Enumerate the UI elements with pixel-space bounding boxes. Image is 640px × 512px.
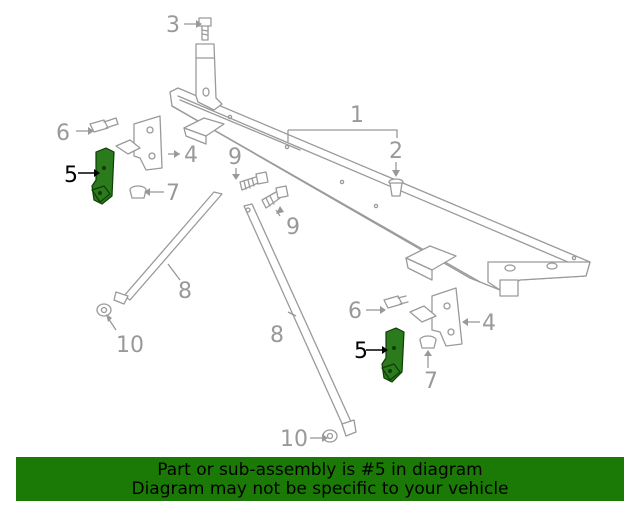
parts-diagram: 1 2 3 4 4 5 5 6 6 7 7 8 8 9 9 10 10 — [56, 13, 591, 452]
banner-line-2: Diagram may not be specific to your vehi… — [131, 479, 509, 499]
crossmember-part-1 — [169, 87, 591, 297]
bolt-part-9-right — [261, 185, 289, 209]
callout-2: 2 — [389, 139, 403, 164]
bolt-part-3 — [198, 17, 212, 41]
upright-bracket — [195, 43, 223, 111]
highlighted-part-5-left[interactable] — [91, 147, 115, 205]
callout-8-right: 8 — [270, 323, 284, 348]
banner-line-1: Part or sub-assembly is #5 in diagram — [157, 460, 483, 480]
bolt-part-6-lower — [383, 295, 409, 309]
highlighted-part-5-right[interactable] — [381, 327, 405, 383]
nut-part-7-lower — [419, 335, 437, 349]
clip-part-2 — [388, 178, 404, 197]
callout-8-left: 8 — [178, 279, 192, 304]
nut-part-10-left — [96, 303, 112, 317]
bracket-part-4-left — [115, 115, 163, 171]
callout-1: 1 — [350, 103, 364, 128]
nut-part-10-right — [322, 429, 338, 443]
callout-4-lower: 4 — [482, 311, 496, 336]
bolt-part-6-upper — [89, 117, 119, 133]
callout-6-lower: 6 — [348, 299, 362, 324]
callout-10-right: 10 — [280, 427, 308, 452]
callout-4-upper: 4 — [184, 143, 198, 168]
rod-part-8-left — [113, 191, 223, 305]
arrowheads — [88, 20, 468, 442]
callout-6-upper: 6 — [56, 121, 70, 146]
bracket-part-4-right — [409, 287, 463, 347]
bolt-part-9-left — [239, 171, 269, 191]
callout-9-left: 9 — [228, 145, 242, 170]
callout-9-right: 9 — [286, 215, 300, 240]
callout-labels: 1 2 3 4 4 5 5 6 6 7 7 8 8 9 9 10 10 — [56, 13, 496, 452]
callout-10-left: 10 — [116, 333, 144, 358]
callout-5-lower: 5 — [354, 339, 368, 364]
nut-part-7-upper — [129, 185, 147, 199]
callout-7-lower: 7 — [424, 369, 438, 394]
info-banner: Part or sub-assembly is #5 in diagram Di… — [16, 457, 624, 501]
callout-3: 3 — [166, 13, 180, 38]
callout-7-upper: 7 — [166, 181, 180, 206]
rod-part-8-right — [243, 203, 357, 437]
callout-5-upper: 5 — [64, 163, 78, 188]
